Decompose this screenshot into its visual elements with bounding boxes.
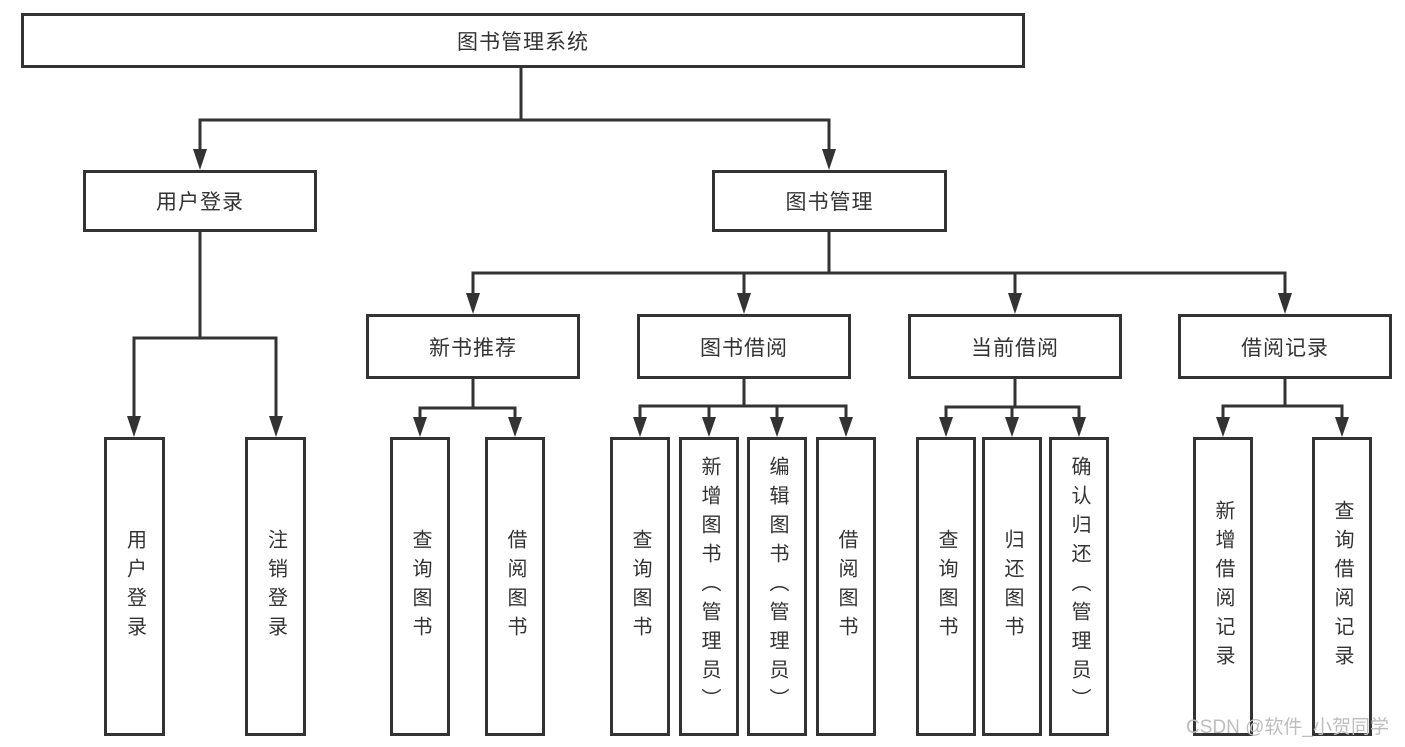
leaf-borrow-books-label: 借阅图书: [835, 528, 857, 645]
leaf-confirm-return-admin: 确认归还（管理员）: [1049, 437, 1109, 736]
node-root-system: 图书管理系统: [21, 13, 1025, 68]
leaf-logout-label: 注销登录: [264, 528, 287, 645]
watermark-text: CSDN @软件_小贺同学: [1186, 717, 1389, 738]
node-book-borrow: 图书借阅: [637, 314, 851, 379]
leaf-query-books-current-label: 查询图书: [935, 528, 957, 645]
leaf-borrow-books-recommend-label: 借阅图书: [504, 528, 526, 645]
leaf-query-borrow-record-label: 查询借阅记录: [1331, 499, 1353, 674]
node-borrow-records: 借阅记录: [1178, 314, 1392, 379]
leaf-query-books-current: 查询图书: [916, 437, 976, 736]
node-book-management: 图书管理: [712, 170, 947, 232]
node-book-management-label: 图书管理: [785, 191, 874, 214]
leaf-add-borrow-record-label: 新增借阅记录: [1212, 499, 1234, 674]
leaf-query-borrow-record: 查询借阅记录: [1312, 437, 1372, 736]
node-borrow-records-label: 借阅记录: [1241, 336, 1329, 360]
leaf-return-book-label: 归还图书: [1001, 528, 1023, 645]
leaf-logout: 注销登录: [245, 437, 306, 736]
node-book-borrow-label: 图书借阅: [700, 336, 788, 360]
node-user-login: 用户登录: [83, 170, 317, 232]
node-new-book-recommend-label: 新书推荐: [429, 336, 517, 360]
node-root-system-label: 图书管理系统: [457, 30, 589, 54]
leaf-confirm-return-admin-label: 确认归还（管理员）: [1068, 456, 1090, 717]
leaf-user-login: 用户登录: [104, 437, 165, 736]
leaf-borrow-books: 借阅图书: [816, 437, 876, 736]
leaf-edit-book-admin: 编辑图书（管理员）: [747, 437, 807, 736]
node-user-login-label: 用户登录: [156, 191, 244, 214]
node-current-borrow-label: 当前借阅: [971, 336, 1059, 360]
leaf-return-book: 归还图书: [982, 437, 1042, 736]
leaf-query-books-borrow-label: 查询图书: [629, 528, 651, 645]
leaf-user-login-label: 用户登录: [123, 528, 146, 645]
leaf-add-borrow-record: 新增借阅记录: [1193, 437, 1253, 736]
node-current-borrow: 当前借阅: [908, 314, 1122, 379]
leaf-query-books-recommend: 查询图书: [390, 437, 450, 736]
leaf-query-books-borrow: 查询图书: [610, 437, 670, 736]
leaf-borrow-books-recommend: 借阅图书: [485, 437, 545, 736]
leaf-edit-book-admin-label: 编辑图书（管理员）: [766, 456, 788, 717]
leaf-query-books-recommend-label: 查询图书: [409, 528, 431, 645]
leaf-add-book-admin: 新增图书（管理员）: [679, 437, 739, 736]
node-new-book-recommend: 新书推荐: [366, 314, 580, 379]
leaf-add-book-admin-label: 新增图书（管理员）: [698, 456, 720, 717]
